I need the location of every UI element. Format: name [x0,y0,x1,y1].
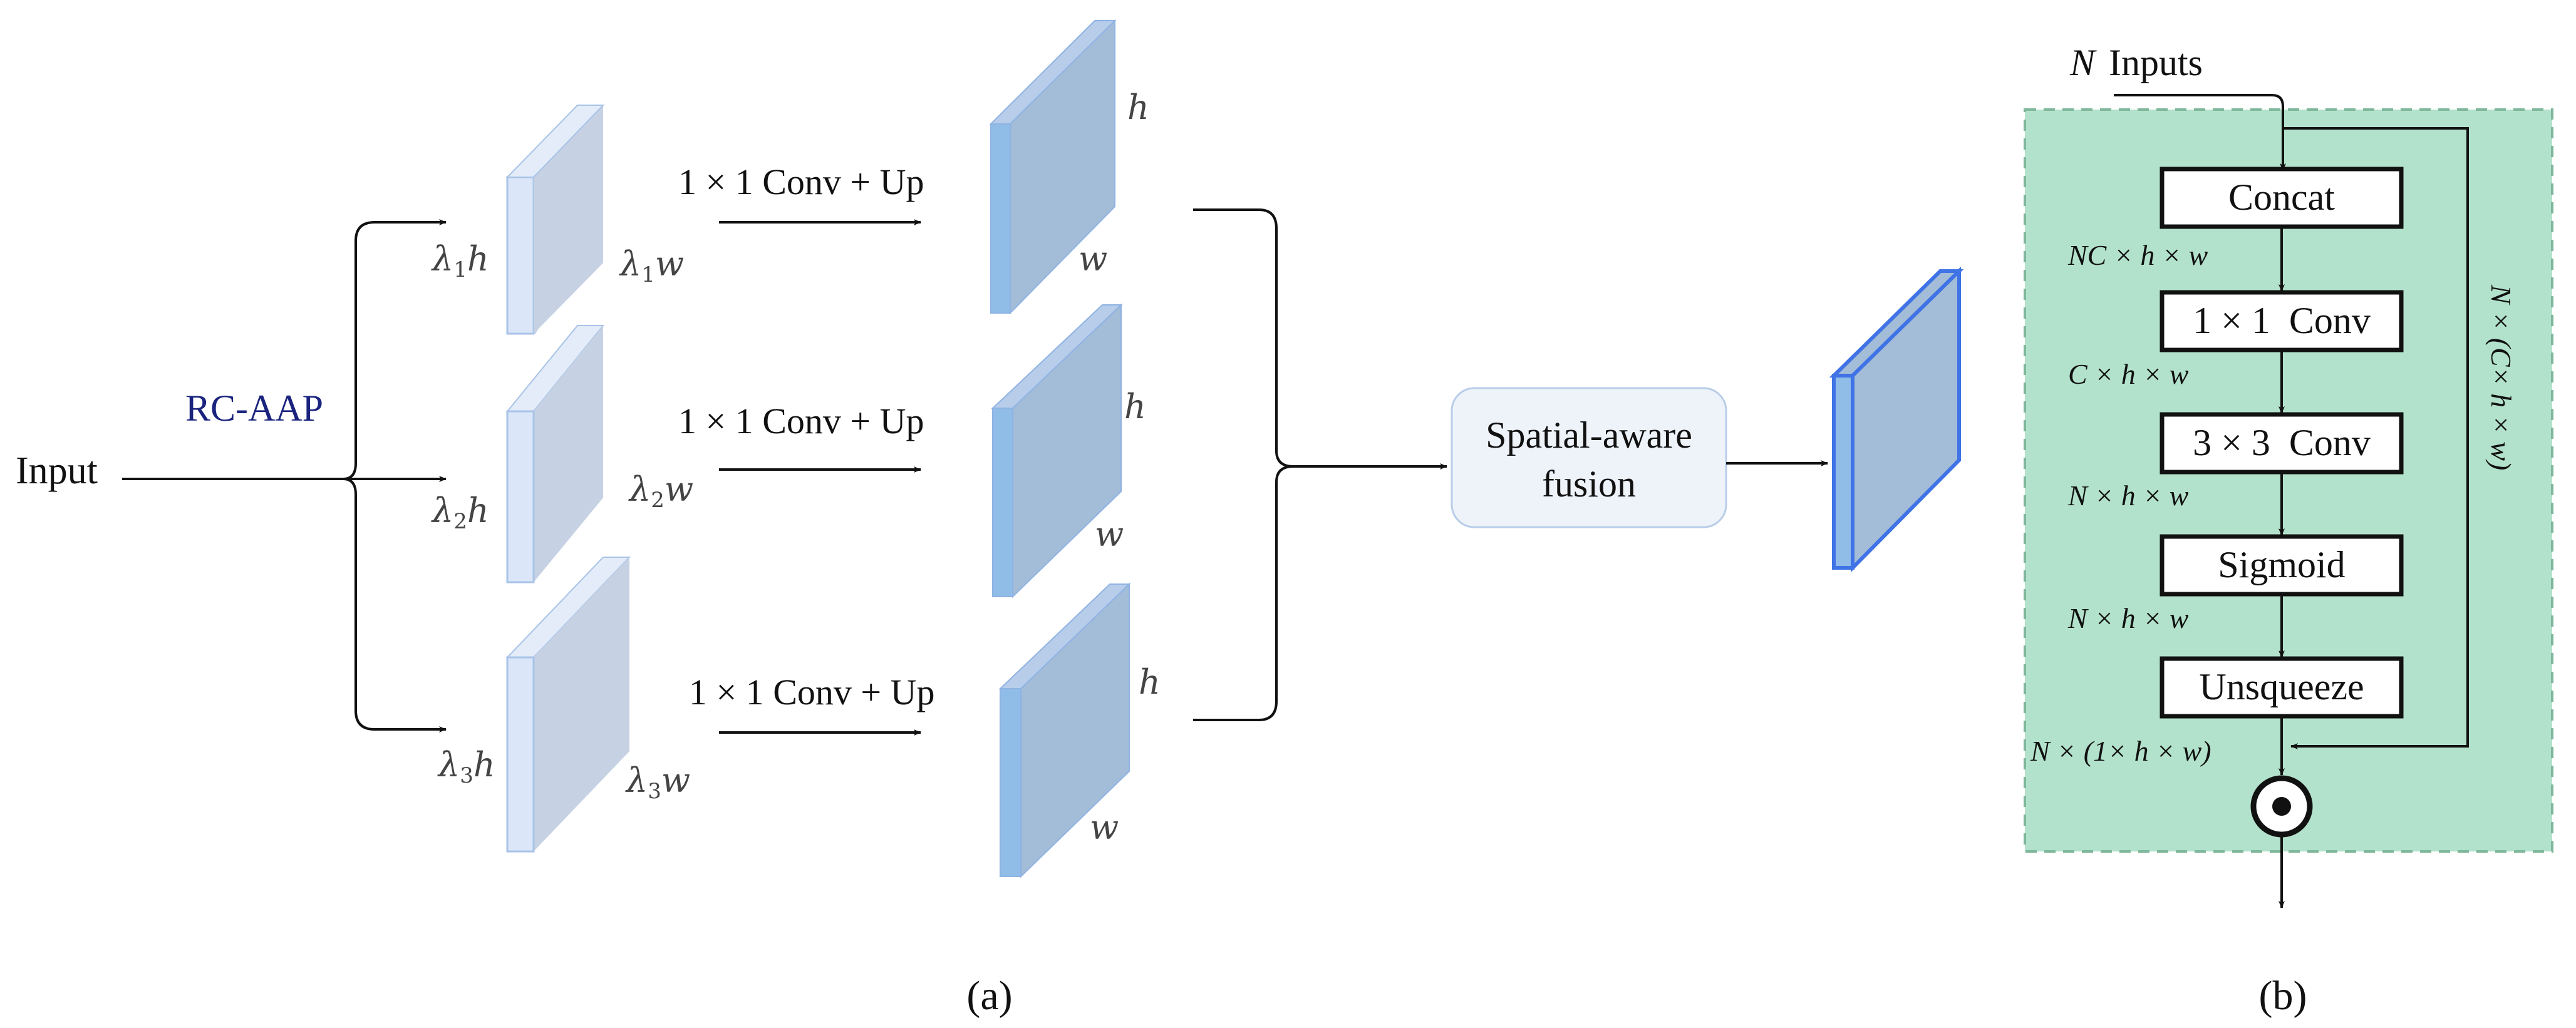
upsampled-cube-2 [991,303,1123,599]
caption-a: (a) [966,973,1012,1019]
up3-h-label: h [1139,662,1161,702]
dim-label-2: C × h × w [2068,358,2189,390]
svg-text:3 × 3 Conv: 3 × 3 Conv [2193,422,2371,463]
multiply-icon [2250,775,2313,838]
svg-text:Sigmoid: Sigmoid [2218,544,2345,585]
up2-w-label: w [1095,515,1124,554]
upsampled-cube-3 [998,582,1131,878]
block-conv3x3: 3 × 3 Conv [2160,412,2404,475]
conv-up-label-3: 1 × 1 Conv + Up [689,672,935,712]
rc-aap-label: RC-AAP [185,388,323,429]
fusion-label-line1: Spatial-aware [1486,414,1692,456]
merge-brace [1193,208,1294,721]
dim-label-5: N × (1× h × w) [2030,735,2211,767]
lambda1-h-label: λ1h [431,239,489,282]
dim-label-1: NC × h × w [2067,239,2208,271]
upsampled-cube-1 [989,19,1117,315]
skip-connection [2283,127,2469,749]
conv-up-label-1: 1 × 1 Conv + Up [678,162,924,202]
block-conv1x1: 1 × 1 Conv [2160,290,2404,352]
split-brace-bottom [343,478,447,732]
svg-text:Concat: Concat [2228,177,2335,218]
lambda2-h-label: λ2h [431,491,489,534]
skip-label: N × (C× h × w) [2485,284,2517,470]
lambda2-w-label: λ2w [628,470,693,513]
fusion-box [1451,387,1727,528]
dim-label-3: N × h × w [2067,480,2189,511]
up3-w-label: w [1090,808,1119,847]
block-unsqueeze: Unsqueeze [2160,656,2404,719]
svg-text:Unsqueeze: Unsqueeze [2199,666,2364,707]
lambda3-h-label: λ3h [437,745,495,788]
up1-w-label: w [1079,239,1107,279]
up1-h-label: h [1127,88,1149,127]
dim-label-4: N × h × w [2067,602,2189,634]
caption-b: (b) [2259,973,2307,1019]
fusion-label-line2: fusion [1542,463,1636,505]
pooled-cube-2 [505,325,605,583]
up2-h-label: h [1124,387,1146,426]
green-container [2024,108,2553,853]
lambda1-w-label: λ1w [619,244,684,287]
block-sigmoid: Sigmoid [2160,534,2404,597]
split-brace [343,219,447,480]
panel-a: Input RC-AAP λ1h λ2h λ3h λ1w [16,19,1964,1019]
block-concat: Concat [2160,167,2404,229]
conv-up-label-2: 1 × 1 Conv + Up [678,401,924,441]
pooled-cube-1 [505,105,605,335]
inputs-line [2114,94,2286,171]
svg-text:1 × 1 Conv: 1 × 1 Conv [2193,300,2371,341]
input-label: Input [16,450,98,492]
pooled-cube-3 [505,557,631,853]
lambda3-w-label: λ3w [625,761,690,804]
output-cube [1829,266,1964,573]
